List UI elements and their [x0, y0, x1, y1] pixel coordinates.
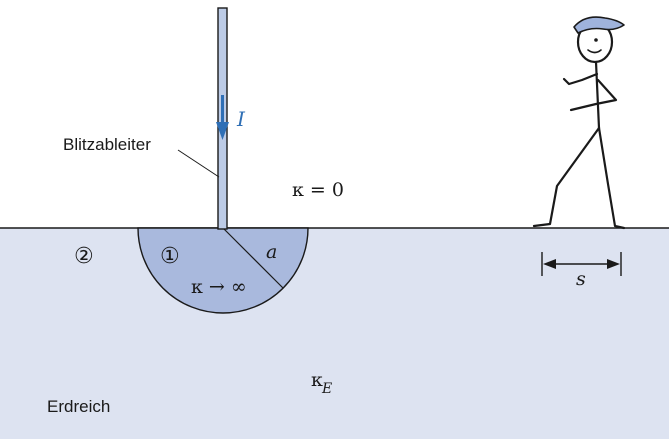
current-label: I [236, 107, 246, 131]
kappa-earth-symbol: κ [311, 369, 323, 391]
current-arrow [216, 95, 229, 140]
region-1-marker: ① [160, 244, 180, 269]
step-dimension [541, 252, 622, 276]
earth-label: Erdreich [47, 397, 110, 416]
step-length-label: s [576, 268, 586, 290]
ground-region [0, 228, 669, 439]
lightning-rod-leader-line [177, 149, 220, 178]
lightning-rod-label: Blitzableiter [63, 135, 151, 154]
kappa-air-label: κ = 0 [292, 179, 344, 201]
radius-label: a [266, 241, 277, 263]
grounding-hemisphere [137, 227, 309, 314]
person-cap [573, 16, 625, 34]
region-2-marker: ② [74, 244, 94, 269]
radius-line [222, 227, 284, 289]
kappa-earth-subscript: E [321, 381, 332, 397]
walking-person [532, 16, 626, 230]
kappa-infinity-label: κ → ∞ [191, 276, 247, 298]
